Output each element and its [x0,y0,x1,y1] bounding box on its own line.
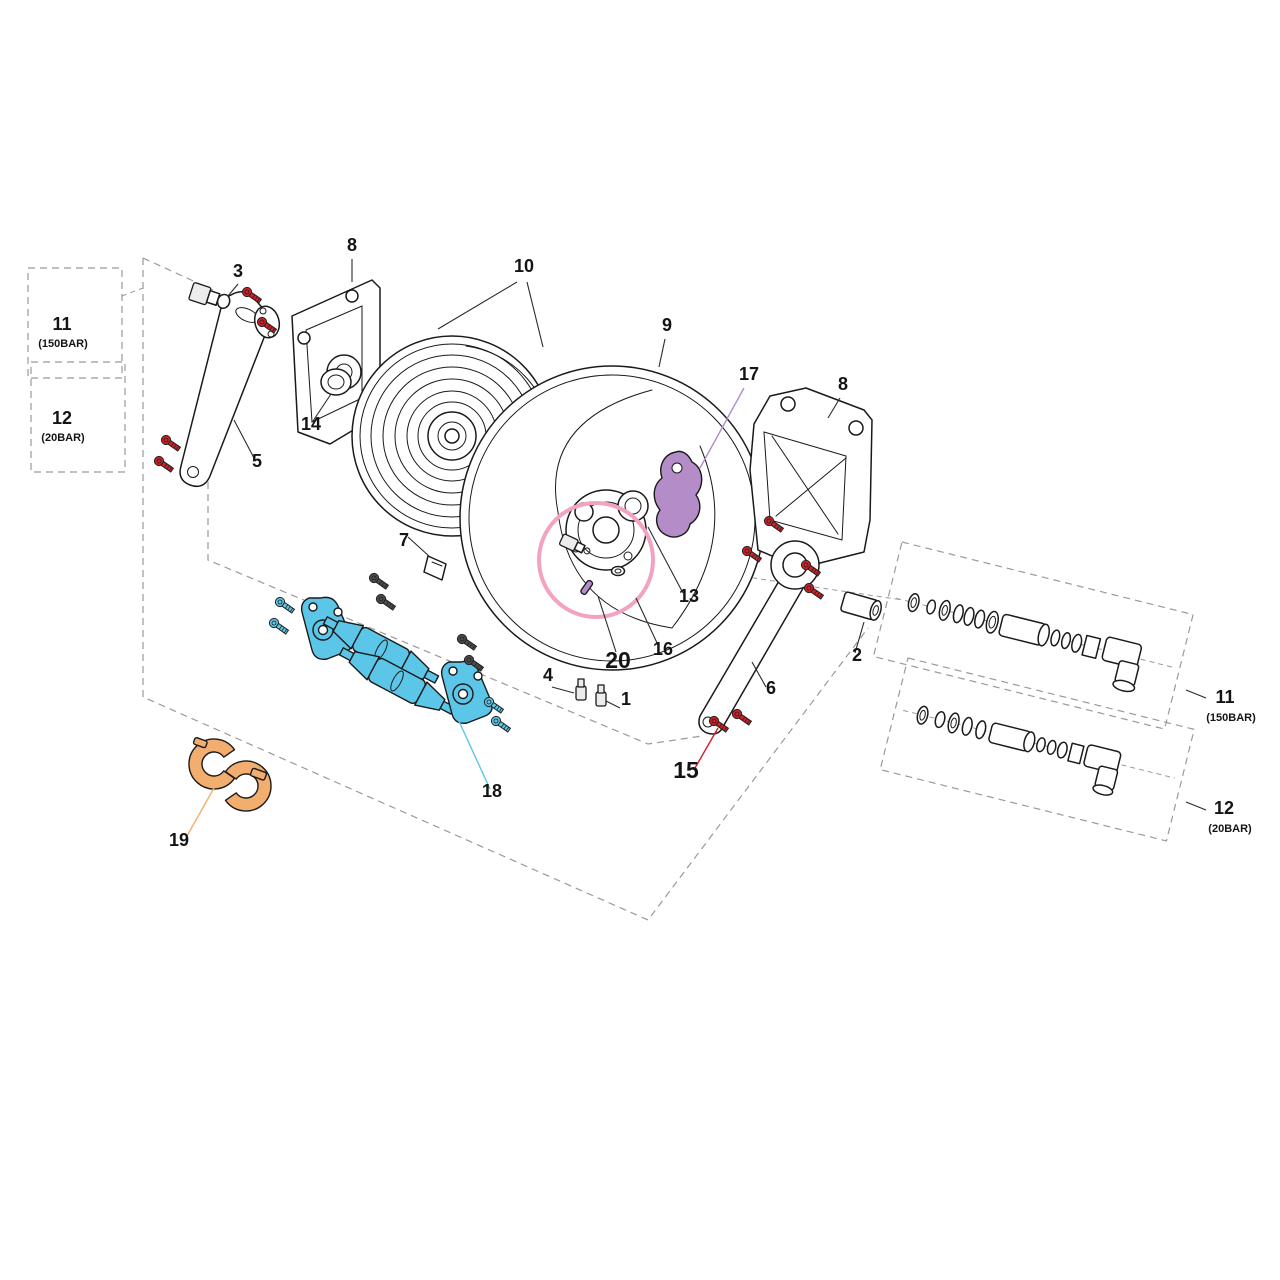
screw-blue [489,714,513,735]
screw-dark [374,592,398,613]
leader-15 [694,727,719,769]
part-16-washer [610,565,626,577]
screw-red [159,433,183,454]
clamp-half-right [224,760,272,812]
label-6: 6 [766,678,776,698]
label-16: 16 [653,639,673,659]
kit-label-12-left: 12 [52,408,72,428]
label-7: 7 [399,530,409,550]
roller-bottom [338,647,456,715]
label-18: 18 [482,781,502,801]
label-8b: 8 [838,374,848,394]
kit-label-11-left: 11 [52,314,71,334]
kit-box-right-20bar [879,657,1195,842]
detail-highlight-ring [537,501,655,619]
label-1: 1 [621,689,631,709]
kit-box-right-150bar [872,541,1194,730]
leader-lines [186,259,1207,837]
label-5: 5 [252,451,262,471]
part-4-fitting [575,678,587,701]
kit-box-outline [872,541,1194,730]
pawl-pivot-hole [671,462,683,474]
label-15: 15 [673,757,699,783]
label-13: 13 [679,586,699,606]
kit-box-outline [27,267,123,379]
label-14: 14 [301,414,321,434]
kit-spec-20bar-right: (20BAR) [1208,823,1252,835]
label-10: 10 [514,256,534,276]
label-8a: 8 [347,235,357,255]
part-labels: 3 8 10 9 17 8 14 5 7 13 16 20 2 4 1 6 15… [169,235,862,850]
label-3: 3 [233,261,243,281]
label-9: 9 [662,315,672,335]
kit-labels-right: 11 (150BAR) 12 (20BAR) [1206,687,1256,835]
part-1-fitting [595,684,607,707]
kit-label-12-right: 12 [1214,798,1234,818]
part-14-bushing [320,368,352,396]
kit-label-11-right: 11 [1215,687,1234,707]
hub-detail-parts [559,533,626,595]
kitbox-link-line [121,287,144,297]
pawl-body [653,450,703,538]
label-20: 20 [605,647,631,673]
kit-spec-20bar-left: (20BAR) [41,432,85,444]
kit-spec-150bar-left: (150BAR) [38,338,88,350]
part-9-reel-disc [459,365,765,671]
part-8-right-bracket [749,387,873,569]
part-17-ratchet-pawl [653,450,703,538]
label-2: 2 [852,645,862,665]
screw-red [152,454,176,475]
frame-inner-edge [207,482,703,745]
kit-20bar-components [916,705,1122,796]
part-19-hose-clamp [188,736,272,812]
screw-red [802,581,826,602]
label-4: 4 [543,665,553,685]
screw-red-15 [730,707,754,728]
part-18-roller-assembly [300,596,493,724]
kit-box-outline [30,361,126,473]
kit-150bar-components [907,593,1143,693]
screw-blue [267,616,291,637]
label-17: 17 [739,364,759,384]
screw-dark [455,632,479,653]
frame-outline [142,258,869,921]
part-7-guide-clip [423,555,447,581]
part-13-valve-fitting [559,533,591,555]
screw-blue [273,595,297,616]
kit-spec-150bar-right: (150BAR) [1206,712,1256,724]
leader-17 [699,387,745,469]
leader-18 [451,705,491,790]
kit-box-left-150bar: 11 (150BAR) [27,267,123,379]
leader-19 [186,787,215,837]
kit-box-left-20bar: 12 (20BAR) [30,361,126,473]
part-20-pin [580,579,594,595]
kit-box-outline [879,657,1195,842]
label-19: 19 [169,830,189,850]
part-2-spacer-bush [840,591,882,621]
clamp-half-left [188,738,236,790]
screw-dark [367,571,391,592]
